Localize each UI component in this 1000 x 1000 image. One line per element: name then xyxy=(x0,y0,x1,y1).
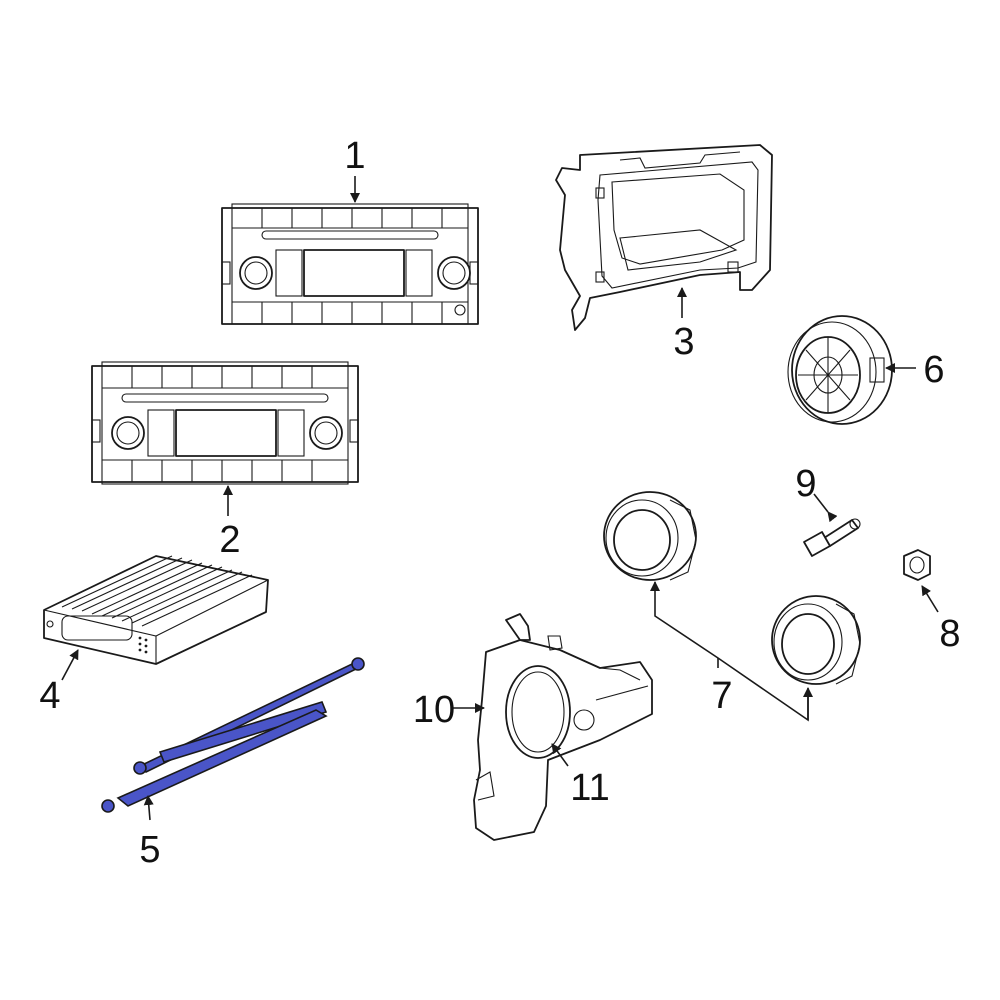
callout-7: 7 xyxy=(711,675,732,717)
speaker-front-left[interactable] xyxy=(603,491,697,581)
radio-unit-upper[interactable] xyxy=(221,203,479,325)
ground-straps[interactable] xyxy=(101,657,365,813)
callout-5: 5 xyxy=(139,829,160,871)
subwoofer-speaker[interactable] xyxy=(505,665,571,759)
leader-lines xyxy=(61,176,939,821)
amplifier[interactable] xyxy=(43,555,269,665)
callout-3: 3 xyxy=(673,321,694,363)
callout-1: 1 xyxy=(344,135,365,177)
speaker-large[interactable] xyxy=(787,315,893,425)
radio-mounting-bracket[interactable] xyxy=(555,144,773,331)
callout-4: 4 xyxy=(39,675,60,717)
bolt[interactable] xyxy=(803,518,861,557)
radio-unit-lower[interactable] xyxy=(91,361,359,485)
callout-10: 10 xyxy=(413,689,455,731)
nut[interactable] xyxy=(903,549,931,581)
callout-6: 6 xyxy=(923,349,944,391)
callout-9: 9 xyxy=(795,463,816,505)
speaker-front-right[interactable] xyxy=(771,595,861,685)
callout-8: 8 xyxy=(939,613,960,655)
callout-2: 2 xyxy=(219,519,240,561)
callout-11: 11 xyxy=(570,767,609,809)
